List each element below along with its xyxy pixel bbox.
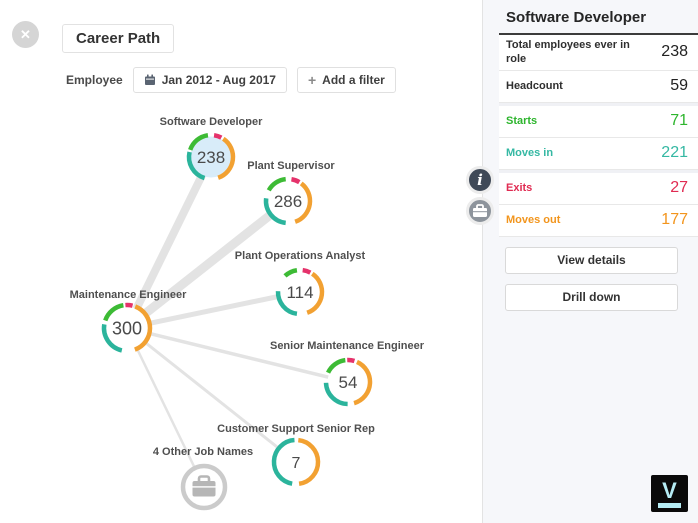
group-divider: [499, 102, 698, 106]
edge-maintenance-engineer--customer-support-senior-rep: [125, 326, 298, 464]
add-filter-label: Add a filter: [322, 73, 385, 87]
stat-row-total-employees: Total employees ever in role 238: [499, 35, 698, 71]
edge-maintenance-engineer--plant-operations-analyst: [124, 289, 303, 331]
stat-label-moves-out: Moves out: [506, 213, 561, 226]
filter-bar: Employee Jan 2012 - Aug 2017 + Add a fil…: [66, 67, 396, 93]
view-details-button[interactable]: View details: [505, 246, 678, 274]
other-jobs-button[interactable]: [466, 197, 494, 225]
node-software-developer[interactable]: 238: [186, 132, 236, 181]
node-value-plant-supervisor: 286: [274, 192, 302, 211]
node-value-senior-maintenance-engineer: 54: [339, 373, 358, 392]
plus-icon: +: [307, 72, 317, 88]
edge-maintenance-engineer--other-job-names: [125, 326, 206, 489]
node-senior-maintenance-engineer[interactable]: 54: [323, 357, 373, 407]
stat-label-total-employees: Total employees ever in role: [506, 39, 630, 66]
node-label-other-job-names: 4 Other Job Names: [152, 446, 254, 458]
node-maintenance-engineer[interactable]: 300: [101, 302, 153, 353]
node-value-customer-support-senior-rep: 7: [292, 455, 301, 472]
detail-panel-title: Software Developer: [499, 0, 698, 35]
panel-actions: View details Drill down: [499, 237, 698, 311]
stat-row-starts: Starts 71: [499, 105, 698, 138]
stat-label-headcount: Headcount: [506, 79, 563, 92]
edge-maintenance-engineer--senior-maintenance-engineer: [125, 326, 350, 384]
stat-row-moves-out: Moves out 177: [499, 204, 698, 237]
stat-value-headcount: 59: [670, 77, 688, 95]
detail-panel: Software Developer Total employees ever …: [482, 0, 698, 523]
edge-maintenance-engineer--plant-supervisor: [122, 196, 293, 333]
edge-maintenance-engineer--software-developer: [123, 153, 215, 332]
node-label-software-developer: Software Developer: [159, 116, 263, 128]
group-divider: [499, 169, 698, 173]
stat-value-starts: 71: [670, 112, 688, 130]
date-range-label: Jan 2012 - Aug 2017: [161, 73, 276, 87]
drill-down-button[interactable]: Drill down: [505, 283, 678, 311]
node-plant-operations-analyst[interactable]: 114: [275, 267, 325, 317]
visier-logo-underline: [658, 502, 681, 508]
node-value-software-developer: 238: [197, 148, 225, 167]
close-button[interactable]: ✕: [12, 21, 39, 48]
stat-value-moves-in: 221: [661, 144, 688, 162]
page-title: Career Path: [62, 24, 175, 53]
employee-filter-label: Employee: [66, 73, 123, 87]
stat-label-exits: Exits: [506, 181, 533, 194]
node-customer-support-senior-rep[interactable]: 7: [271, 437, 321, 487]
date-range-button[interactable]: Jan 2012 - Aug 2017: [132, 67, 287, 93]
visier-logo-letter: V: [662, 477, 677, 503]
node-label-customer-support-senior-rep: Customer Support Senior Rep: [217, 423, 375, 435]
stat-row-headcount: Headcount 59: [499, 70, 698, 103]
node-value-plant-operations-analyst: 114: [286, 283, 313, 302]
node-label-plant-operations-analyst: Plant Operations Analyst: [234, 250, 366, 262]
stat-row-exits: Exits 27: [499, 172, 698, 205]
stat-label-starts: Starts: [506, 114, 538, 127]
node-label-plant-supervisor: Plant Supervisor: [247, 160, 335, 172]
node-value-maintenance-engineer: 300: [112, 318, 142, 338]
calendar-icon: [144, 74, 156, 86]
stat-row-moves-in: Moves in 221: [499, 137, 698, 170]
stat-value-total-employees: 238: [661, 43, 688, 61]
stat-label-moves-in: Moves in: [506, 146, 554, 159]
node-plant-supervisor[interactable]: 286: [263, 176, 313, 226]
briefcase-icon: [472, 204, 488, 218]
stat-value-exits: 27: [670, 179, 688, 197]
node-label-maintenance-engineer: Maintenance Engineer: [69, 289, 187, 301]
career-path-network: 238 286 114 300 54 7: [101, 132, 373, 511]
visier-logo: V: [651, 475, 688, 512]
node-other-job-names[interactable]: [180, 463, 228, 511]
briefcase-icon: [192, 475, 216, 497]
node-label-senior-maintenance-engineer: Senior Maintenance Engineer: [269, 340, 425, 352]
info-button[interactable]: i: [466, 166, 494, 194]
info-icon: i: [477, 171, 483, 189]
stat-value-moves-out: 177: [661, 211, 688, 229]
add-filter-button[interactable]: + Add a filter: [296, 67, 396, 93]
